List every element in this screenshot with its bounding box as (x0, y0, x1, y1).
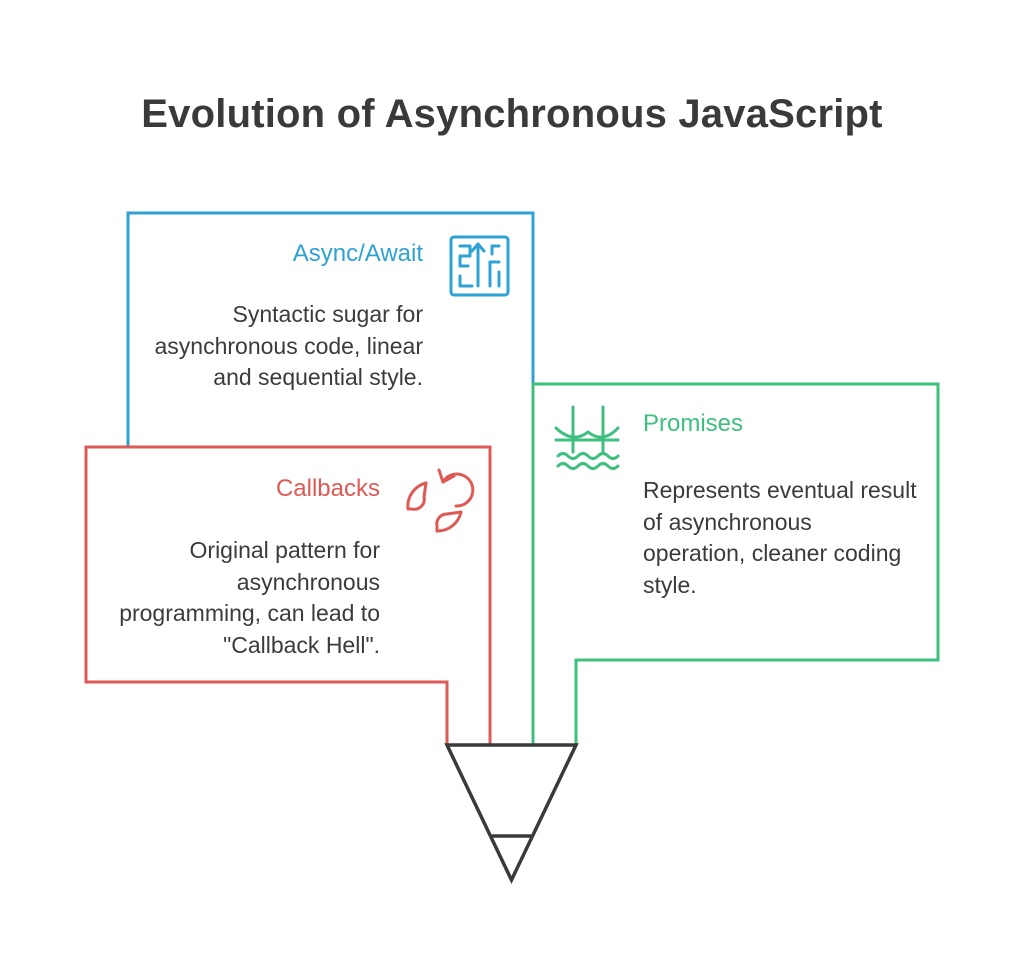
refresh-icon (406, 468, 475, 533)
async-await-description: Syntactic sugar for asynchronous code, l… (154, 301, 424, 390)
async-await-title: Async/Await (292, 240, 423, 267)
promises-title: Promises (643, 410, 744, 437)
page-title: Evolution of Asynchronous JavaScript (141, 92, 883, 136)
funnel-outline (444, 743, 579, 885)
maze-arrows-icon (449, 235, 510, 297)
funnel (444, 743, 579, 885)
callbacks-card (84, 445, 492, 745)
promises-card (531, 382, 940, 745)
callbacks-title: Callbacks (275, 475, 380, 502)
callbacks-description: Original pattern for asynchronous progra… (119, 537, 380, 658)
promises-description: Represents eventual result of asynchrono… (643, 477, 917, 598)
bridge-icon (554, 405, 620, 470)
